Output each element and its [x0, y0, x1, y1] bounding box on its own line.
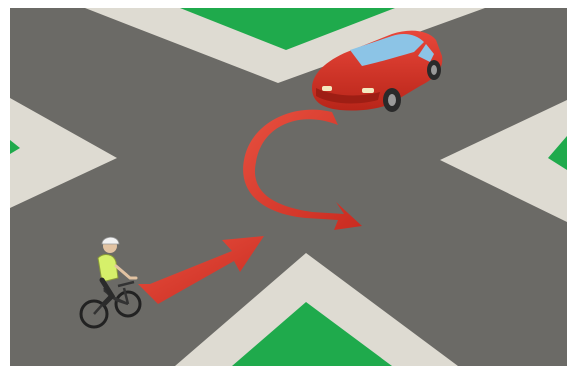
- car-icon: [312, 30, 443, 112]
- corner-block-bottom: [175, 253, 458, 366]
- corner-block-right: [440, 100, 567, 222]
- corner-block-left: [10, 98, 117, 208]
- cyclist-icon: [79, 236, 142, 329]
- straight-arrow-icon: [138, 236, 264, 304]
- corner-block-top: [85, 8, 485, 83]
- turn-arrow-icon: [243, 109, 362, 230]
